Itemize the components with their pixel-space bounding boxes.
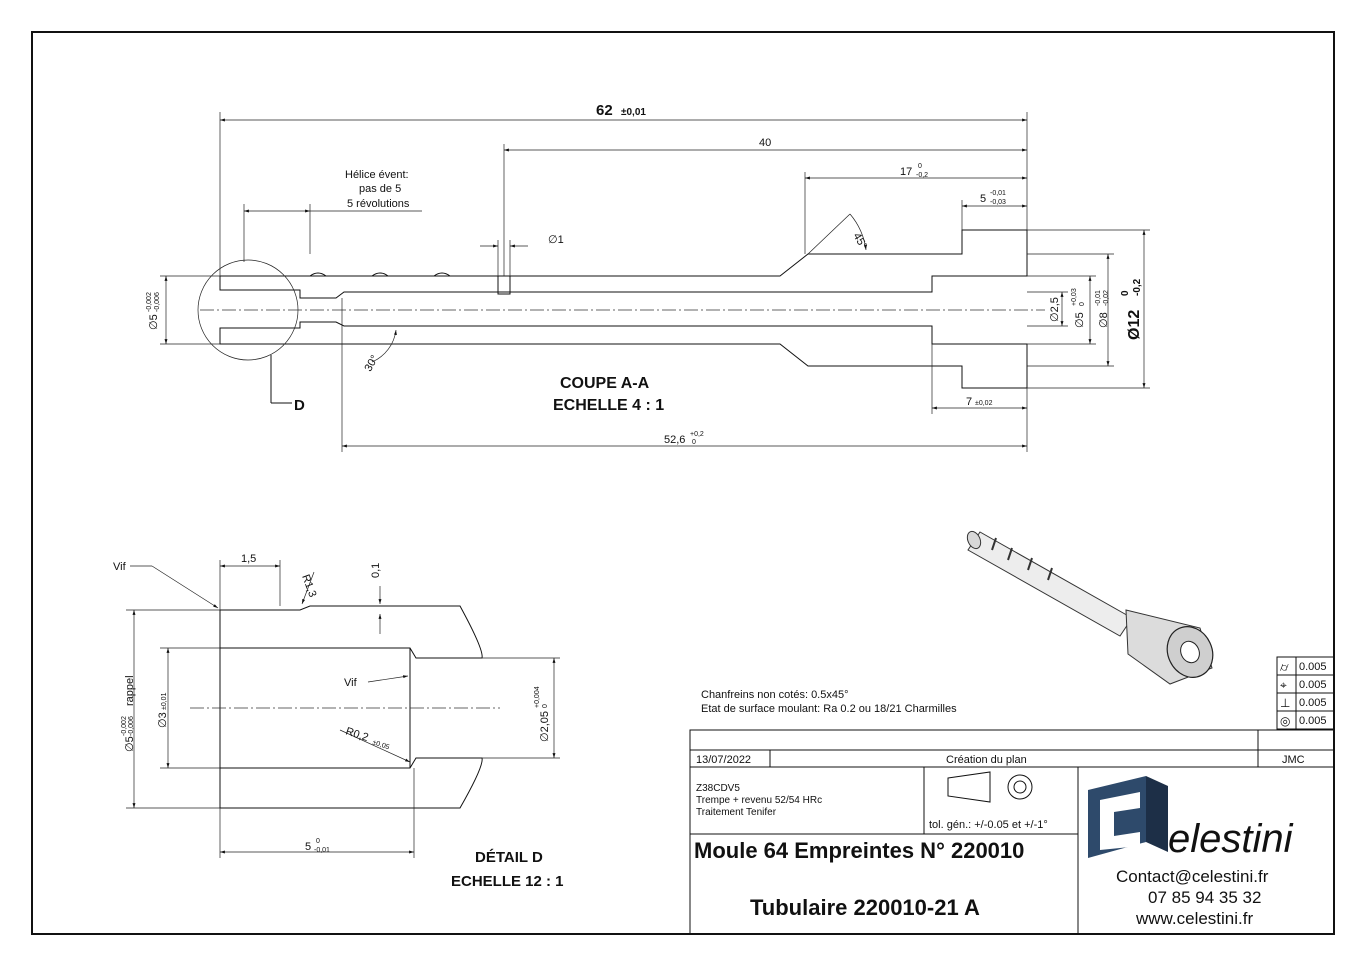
tb-treatment-1: Trempe + revenu 52/54 HRc bbox=[696, 795, 822, 806]
dim-dia-1: ∅1 bbox=[548, 234, 564, 246]
detail-view: Vif 1,5 R1,3 0,1 ∅5 -0,002 -0,006 rappel… bbox=[113, 553, 564, 890]
vent-grooves bbox=[309, 272, 511, 295]
dim-dia-5-left-tol-up: -0,002 bbox=[146, 292, 153, 312]
isometric-view bbox=[966, 530, 1214, 685]
dim-dia-5-left-tol-low: -0,006 bbox=[154, 292, 161, 312]
dim-rappel: rappel bbox=[124, 675, 136, 706]
tb-date: 13/07/2022 bbox=[696, 754, 751, 766]
dim-angle-45: 45° bbox=[850, 231, 869, 251]
tol-value-2: 0.005 bbox=[1299, 679, 1327, 691]
section-view: D 62 ±0,01 40 17 0 -0,2 5 -0,01 -0,03 45… bbox=[146, 102, 1150, 452]
vif-inner-label: Vif bbox=[344, 677, 358, 689]
section-title: COUPE A-A bbox=[560, 375, 650, 392]
tb-phone: 07 85 94 35 32 bbox=[1148, 888, 1261, 907]
section-upper-wall bbox=[219, 229, 1028, 299]
dim-dia-3-tol: ±0,01 bbox=[161, 692, 168, 710]
dim-r1-3: R1,3 bbox=[299, 573, 318, 599]
cylindricity-icon: ⌭ bbox=[1280, 660, 1289, 674]
tb-material: Z38CDV5 bbox=[696, 783, 740, 794]
dim-17-tol-low: -0,2 bbox=[916, 172, 928, 179]
dim-5-detail: 5 bbox=[305, 841, 311, 853]
dim-dia-5-right-tol-up: +0,03 bbox=[1071, 288, 1078, 306]
dim-dia-2-05-tol-low: 0 bbox=[542, 704, 549, 708]
dim-1-5: 1,5 bbox=[241, 553, 256, 565]
position-icon: ⌖ bbox=[1280, 678, 1287, 692]
dim-dia-5-rappel-tol-low: -0,006 bbox=[128, 716, 135, 736]
dim-5-detail-tol-up: 0 bbox=[316, 838, 320, 845]
dim-dia-8-tol-low: -0,02 bbox=[1103, 290, 1110, 306]
dim-52-6-tol-up: +0,2 bbox=[690, 431, 704, 438]
dim-r0-2-tol: ±0,05 bbox=[371, 739, 390, 751]
detail-scale: ECHELLE 12 : 1 bbox=[451, 873, 564, 890]
tb-part: Tubulaire 220010-21 A bbox=[750, 895, 980, 920]
dim-17-tol-up: 0 bbox=[918, 163, 922, 170]
dim-5-head: 5 bbox=[980, 193, 986, 205]
tol-value-3: 0.005 bbox=[1299, 697, 1327, 709]
section-scale: ECHELLE 4 : 1 bbox=[553, 397, 664, 414]
tb-mould: Moule 64 Empreintes N° 220010 bbox=[694, 838, 1024, 863]
projection-symbol-icon bbox=[947, 771, 1033, 803]
celestini-logo: elestini bbox=[1088, 776, 1294, 861]
vif-top-label: Vif bbox=[113, 561, 127, 573]
dim-5-head-tol-up: -0,01 bbox=[990, 190, 1006, 197]
dim-dia-12-tol-up: 0 bbox=[1120, 290, 1131, 296]
tb-tol-gen: tol. gén.: +/-0.05 et +/-1° bbox=[929, 819, 1048, 831]
dim-dia-5-rappel: ∅5 bbox=[124, 736, 136, 752]
dim-dia-5-left: ∅5 bbox=[148, 314, 160, 330]
dim-dia-2-5: ∅2,5 bbox=[1049, 297, 1061, 322]
tb-treatment-2: Traitement Tenifer bbox=[696, 807, 777, 818]
dim-dia-12-tol-low: -0,2 bbox=[1132, 278, 1143, 296]
dim-dia-8-tol-up: -0,01 bbox=[1095, 290, 1102, 306]
dim-5-head-tol-low: -0,03 bbox=[990, 199, 1006, 206]
dim-52-6: 52,6 bbox=[664, 434, 685, 446]
tol-value-1: 0.005 bbox=[1299, 661, 1327, 673]
dim-r0-2: R0,2 bbox=[344, 725, 370, 744]
tb-web: www.celestini.fr bbox=[1135, 909, 1253, 928]
detail-upper-wall bbox=[219, 605, 483, 659]
detail-circle bbox=[197, 259, 299, 361]
logo-wordmark: elestini bbox=[1168, 817, 1294, 861]
dim-0-1: 0,1 bbox=[370, 563, 382, 578]
dim-overall-length: 62 bbox=[596, 102, 613, 119]
tb-author: JMC bbox=[1282, 754, 1305, 766]
note-surface: Etat de surface moulant: Ra 0.2 ou 18/21… bbox=[701, 703, 957, 715]
dim-dia-5-right: ∅5 bbox=[1074, 312, 1086, 328]
note-chamfers: Chanfreins non cotés: 0.5x45° bbox=[701, 689, 849, 701]
dim-dia-8: ∅8 bbox=[1098, 312, 1110, 328]
dim-40: 40 bbox=[759, 137, 771, 149]
dim-dia-5-rappel-tol-up: -0,002 bbox=[121, 716, 128, 736]
sheet-border bbox=[31, 31, 1335, 935]
dim-5-detail-tol-low: -0,01 bbox=[314, 847, 330, 854]
tb-revision: Création du plan bbox=[946, 754, 1027, 766]
dim-dia-2-05: ∅2,05 bbox=[539, 711, 551, 742]
dim-dia-3: ∅3 bbox=[157, 712, 169, 728]
tb-email: Contact@celestini.fr bbox=[1116, 867, 1269, 886]
dim-dia-2-05-tol-up: +0,004 bbox=[534, 686, 541, 708]
dim-17: 17 bbox=[900, 166, 912, 178]
tol-value-4: 0.005 bbox=[1299, 715, 1327, 727]
helix-note: Hélice évent: pas de 5 5 révolutions bbox=[345, 169, 412, 210]
dim-52-6-tol-low: 0 bbox=[692, 439, 696, 446]
dim-7: 7 bbox=[966, 396, 972, 408]
dim-dia-12: Ø12 bbox=[1126, 310, 1143, 340]
tolerance-table: ⌭ 0.005 ⌖ 0.005 ⊥ 0.005 ◎ 0.005 bbox=[1276, 656, 1335, 730]
dim-7-tol: ±0,02 bbox=[975, 400, 993, 407]
concentricity-icon: ◎ bbox=[1280, 714, 1290, 728]
detail-lower-wall bbox=[219, 757, 483, 809]
perpendicularity-icon: ⊥ bbox=[1280, 696, 1290, 710]
dim-dia-5-right-tol-low: 0 bbox=[1079, 302, 1086, 306]
title-block: 13/07/2022 Création du plan JMC Z38CDV5 … bbox=[689, 729, 1335, 935]
detail-title: DÉTAIL D bbox=[475, 849, 543, 866]
detail-callout-label: D bbox=[294, 397, 305, 414]
dim-overall-length-tol: ±0,01 bbox=[621, 107, 646, 118]
dim-angle-30: 30° bbox=[362, 353, 381, 373]
